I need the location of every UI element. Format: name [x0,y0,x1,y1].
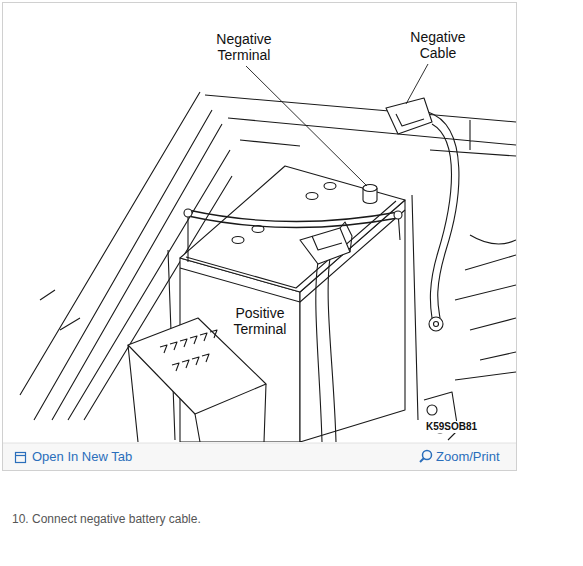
link-text: Open In New Tab [32,449,172,464]
fuse-box-sides [128,345,266,442]
vent-cap [306,193,318,200]
negative-cable [428,112,459,318]
zoom-icon [420,458,424,462]
figure-code: K59SOB81 [426,421,506,433]
hold-down-rod [188,210,400,262]
line-art [20,64,516,442]
positive-cable [316,258,336,442]
clamp-nut [184,209,192,217]
engine-bay-lines [455,235,516,380]
part-label: Negative Cable [396,29,480,61]
battery-side-face [300,200,405,442]
ring-terminal-hole [434,322,439,327]
bolt-symbol [427,405,437,415]
hold-down-strap [188,210,398,228]
fuse-symbols [160,330,217,371]
leader-line [246,64,428,186]
bracket-lines [205,95,516,156]
figure-frame [3,3,517,471]
boot-detail [396,114,424,126]
caption-text: 10. Connect negative battery cable. [12,512,572,527]
vent-cap [324,183,336,190]
battery-rim [180,201,405,302]
clamp-nut [394,211,402,219]
link-text: Zoom/Print [436,449,516,464]
positive-cable-boot [300,228,350,264]
vent-cap [232,237,244,244]
open-tab-icon [16,453,26,463]
ring-terminal [429,317,443,331]
part-label: Positive Terminal [222,305,298,337]
battery-top [180,166,405,292]
toolbar-band [3,443,516,470]
boot-detail [312,222,352,252]
open-tab-icon [16,455,26,456]
part-label: Negative Terminal [200,31,288,63]
negative-cable-boot [386,98,432,134]
negative-post-top [363,185,377,192]
toolbar-divider [3,443,516,444]
